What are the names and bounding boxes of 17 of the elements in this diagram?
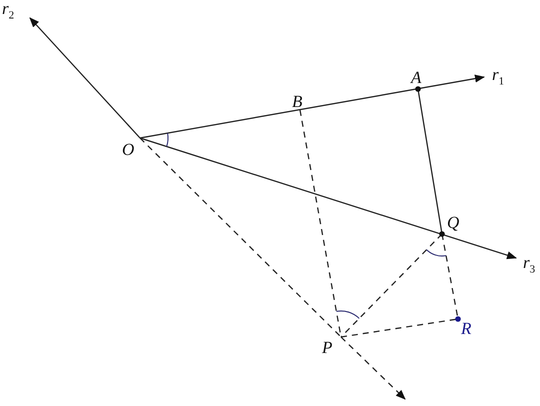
ray-label: r$_{2}$ <box>2 0 14 24</box>
point-label: A <box>411 69 422 86</box>
point-label: Q <box>447 214 460 231</box>
dashed-line <box>340 318 458 338</box>
line <box>417 88 443 234</box>
ray-label: r$_{1}$ <box>492 66 504 90</box>
point-label: B <box>292 93 302 110</box>
arrow <box>140 137 517 260</box>
point-label: O <box>122 141 134 158</box>
dashed-arrow <box>340 336 406 400</box>
arrow <box>29 17 140 138</box>
point-label: R <box>461 320 472 337</box>
dashed-line <box>340 234 442 338</box>
ray-label: r$_{3}$ <box>523 254 536 278</box>
arrow <box>140 74 485 139</box>
dashed-line <box>140 138 342 338</box>
point-label: P <box>322 339 332 356</box>
